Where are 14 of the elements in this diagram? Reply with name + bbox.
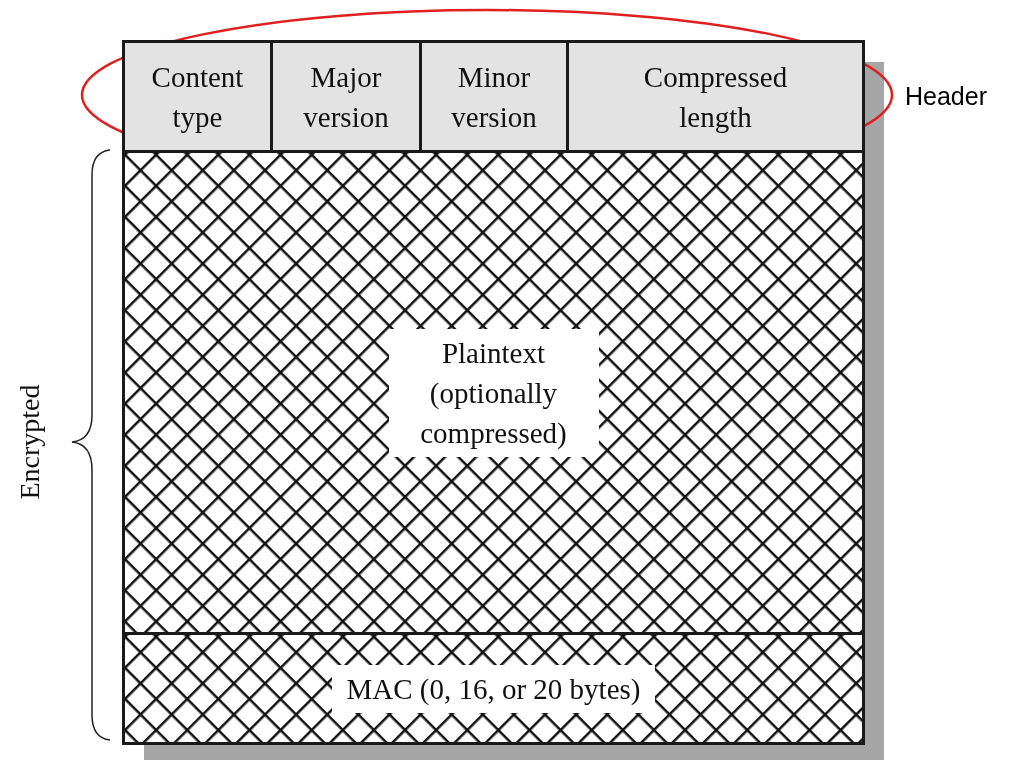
side-label: Encrypted <box>13 384 46 500</box>
field-label: MAC (0, 16, or 20 bytes) <box>332 664 655 713</box>
field-label: Compressed length <box>642 59 789 135</box>
header-field <box>419 40 569 153</box>
header-field <box>270 40 422 153</box>
header-label: Header <box>905 81 987 112</box>
field-label: Plaintext (optionally compressed) <box>388 328 599 457</box>
field-label: Content type <box>150 59 245 135</box>
hatched-field <box>122 632 865 745</box>
hatched-field <box>122 150 865 635</box>
header-field <box>566 40 865 153</box>
field-label: Minor version <box>450 59 538 135</box>
header-field <box>122 40 273 153</box>
field-label: Major version <box>302 59 390 135</box>
